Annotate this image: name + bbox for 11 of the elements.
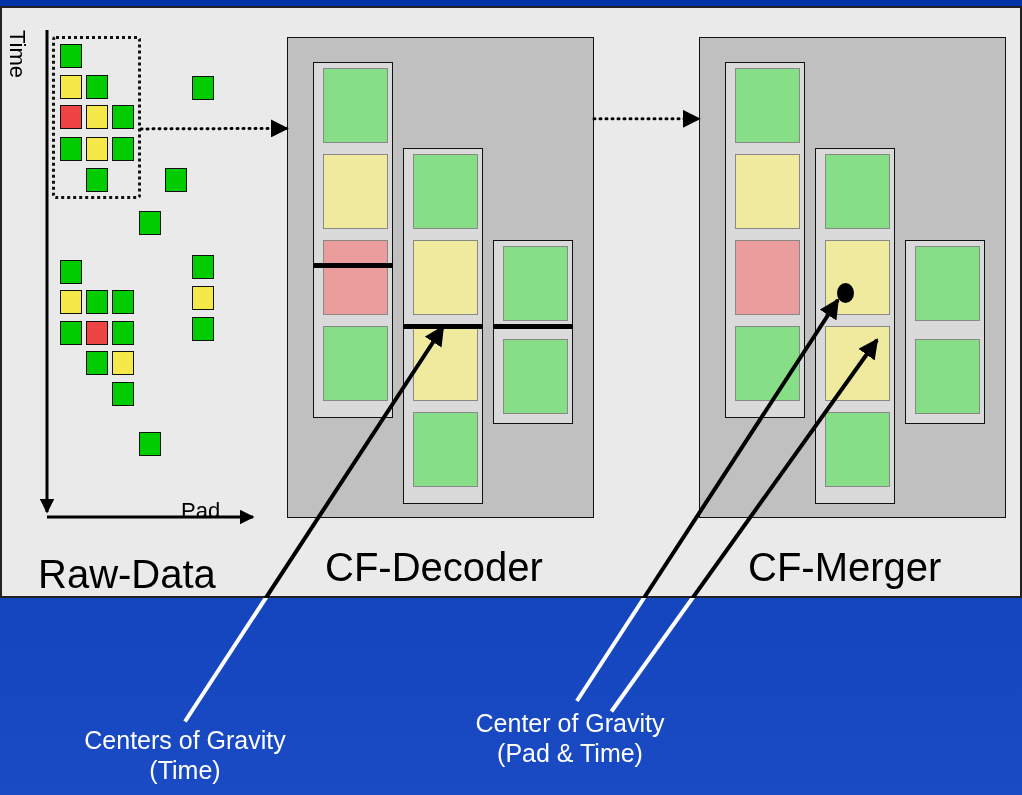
stage-title: CF-Decoder — [325, 545, 543, 590]
annotation-text: Centers of Gravity (Time) — [60, 725, 310, 795]
stage-title: CF-Merger — [748, 545, 942, 590]
leader-arrow — [609, 338, 879, 713]
dotted-arrow — [139, 119, 289, 138]
stage-title: Raw-Data — [38, 552, 216, 597]
dotted-arrow — [592, 109, 701, 128]
leader-arrow — [575, 298, 840, 703]
axis-label: Time — [4, 30, 30, 79]
selection-frame — [52, 36, 141, 199]
annotation-text: Center of Gravity (Pad & Time) — [455, 708, 685, 778]
